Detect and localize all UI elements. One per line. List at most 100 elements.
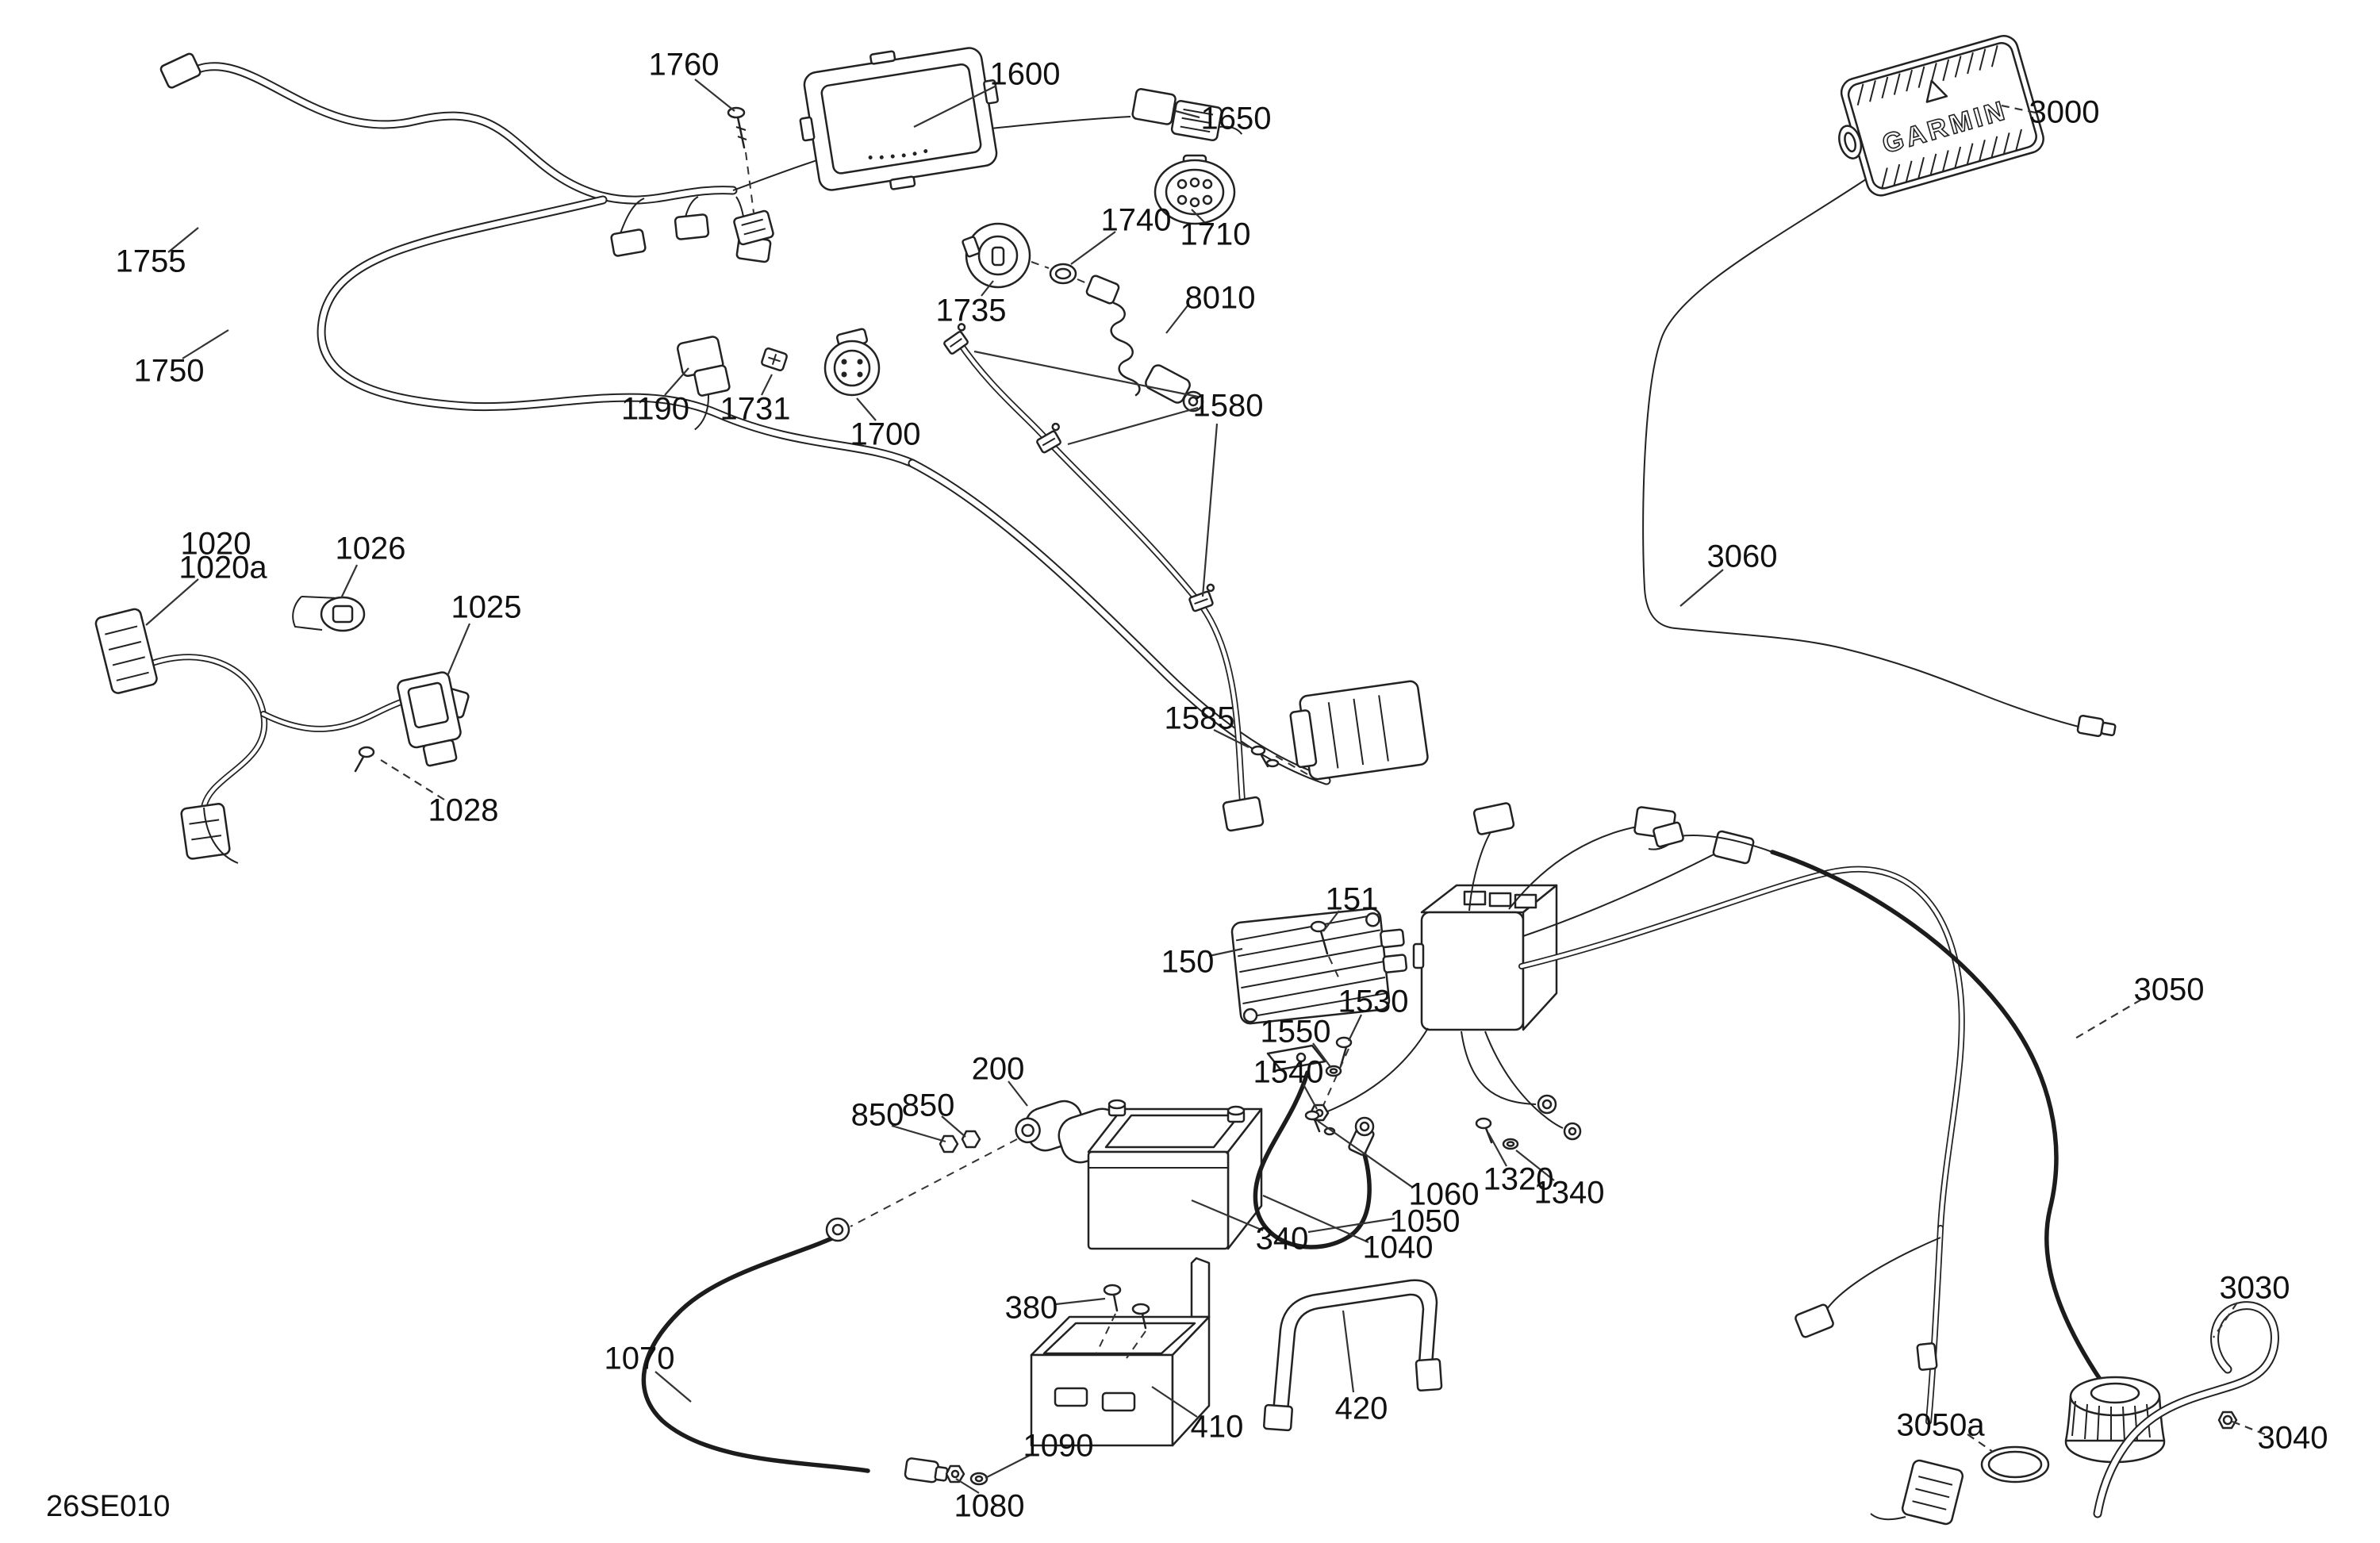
leader-line-1060 bbox=[1317, 1120, 1414, 1188]
part-callout-1740: 1740 bbox=[1100, 202, 1172, 238]
leader-line-1190 bbox=[664, 367, 689, 396]
right-harness-branch-drawing bbox=[1518, 866, 1965, 1526]
leader-line-1755 bbox=[167, 227, 199, 253]
part-callout-850-left: 850 bbox=[850, 1097, 904, 1133]
triangle-icon bbox=[1925, 79, 1948, 103]
switch-1025-drawing bbox=[397, 671, 462, 767]
part-callout-3050: 3050 bbox=[2133, 972, 2205, 1008]
leader-line-3050 bbox=[2073, 999, 2142, 1040]
part-callout-3050a: 3050a bbox=[1896, 1407, 1985, 1443]
part-callout-3040: 3040 bbox=[2257, 1420, 2328, 1456]
leader-line-850-right bbox=[941, 1115, 966, 1138]
leader-line-1550 bbox=[1312, 1042, 1332, 1069]
connector-1700-drawing bbox=[823, 328, 881, 397]
part-callout-410: 410 bbox=[1190, 1409, 1244, 1445]
leader-line-410 bbox=[1151, 1386, 1198, 1418]
leader-lines-layer bbox=[145, 79, 2266, 1494]
leader-line-3050a bbox=[1967, 1434, 1994, 1453]
part-callout-8010: 8010 bbox=[1184, 280, 1256, 316]
leader-line-1710 bbox=[1191, 209, 1205, 223]
bolt-1530-icon bbox=[1335, 1036, 1353, 1049]
diagram-code: 26SE010 bbox=[46, 1490, 171, 1523]
leader-line-1740 bbox=[1070, 231, 1116, 265]
part-callout-1760: 1760 bbox=[648, 47, 720, 83]
leader-line-1090 bbox=[985, 1454, 1031, 1479]
leader-line-1050 bbox=[1307, 1217, 1395, 1234]
leader-line-3000 bbox=[1997, 103, 2036, 114]
leader-line-1340 bbox=[1515, 1150, 1555, 1181]
leader-line-1040 bbox=[1262, 1194, 1369, 1244]
battery-strap-drawing bbox=[1263, 1279, 1443, 1432]
battery-terminal-icon bbox=[1226, 1105, 1246, 1123]
battery-terminal-icon bbox=[1107, 1099, 1127, 1117]
connector-1710-drawing bbox=[1154, 154, 1236, 225]
leader-line-3040 bbox=[2232, 1420, 2266, 1436]
part-callout-1700: 1700 bbox=[850, 416, 921, 452]
harness-clip-icon bbox=[1188, 583, 1215, 612]
part-callout-1340: 1340 bbox=[1534, 1175, 1605, 1211]
part-callout-150: 150 bbox=[1161, 944, 1215, 980]
ignition-switch-drawing bbox=[962, 222, 1204, 413]
part-callout-1650: 1650 bbox=[1200, 101, 1272, 136]
nut-850-icon bbox=[939, 1134, 959, 1153]
part-callout-1028: 1028 bbox=[428, 793, 499, 828]
power-socket-drawing bbox=[292, 596, 366, 632]
part-callout-1040: 1040 bbox=[1362, 1230, 1434, 1265]
part-callout-1750: 1750 bbox=[133, 353, 205, 389]
part-callout-3030: 3030 bbox=[2219, 1270, 2290, 1306]
part-callout-3000: 3000 bbox=[2029, 94, 2100, 130]
harness-clip-icon bbox=[1036, 422, 1061, 454]
part-callout-1585: 1585 bbox=[1164, 700, 1235, 736]
leader-line-1530 bbox=[1348, 1014, 1362, 1042]
leader-line-8010 bbox=[1165, 304, 1189, 334]
leader-line-1070 bbox=[654, 1371, 692, 1403]
part-callout-1530: 1530 bbox=[1338, 984, 1409, 1019]
part-callout-1550: 1550 bbox=[1260, 1014, 1331, 1050]
leader-line-1580 bbox=[1067, 406, 1199, 446]
oring-3050a-icon bbox=[1980, 1445, 2050, 1484]
harness-clip-icon bbox=[943, 323, 969, 355]
leader-line-200 bbox=[1008, 1080, 1028, 1107]
leader-line-1750 bbox=[182, 329, 229, 359]
leader-line-1700 bbox=[856, 397, 877, 421]
battery-negative-cable-drawing bbox=[641, 1217, 988, 1486]
part-callout-151: 151 bbox=[1325, 881, 1379, 917]
leader-line-1580 bbox=[973, 350, 1199, 398]
leader-line-3060 bbox=[1679, 569, 1724, 607]
part-callout-1080: 1080 bbox=[954, 1488, 1025, 1524]
leader-line-1025 bbox=[446, 623, 471, 677]
screw-1585-icon bbox=[1222, 745, 1308, 832]
battery-tray-drawing bbox=[1030, 1257, 1211, 1447]
leader-line-1731 bbox=[761, 374, 773, 396]
connector-1650-drawing bbox=[1131, 88, 1243, 142]
ground-hardware-drawing bbox=[1475, 1117, 1519, 1150]
part-callout-1050: 1050 bbox=[1389, 1203, 1461, 1239]
part-callout-1060: 1060 bbox=[1408, 1176, 1480, 1212]
part-callout-1190: 1190 bbox=[620, 391, 690, 427]
leader-line-1735 bbox=[981, 280, 994, 297]
gauge-cluster-drawing bbox=[799, 47, 999, 191]
leader-line-1585 bbox=[1213, 729, 1250, 748]
part-callout-1025: 1025 bbox=[451, 589, 522, 625]
part-callout-380: 380 bbox=[1004, 1290, 1058, 1326]
part-callout-1580: 1580 bbox=[1192, 388, 1264, 424]
bolt-1320-icon bbox=[1475, 1117, 1492, 1130]
sensor-1190-drawing bbox=[677, 336, 731, 431]
part-callout-1731: 1731 bbox=[720, 391, 791, 427]
leader-line-380 bbox=[1055, 1297, 1106, 1306]
part-callout-420: 420 bbox=[1334, 1391, 1388, 1426]
part-callout-1320: 1320 bbox=[1483, 1161, 1554, 1197]
fuse-box-drawing bbox=[1313, 802, 1755, 1141]
gps-antenna-cable-drawing bbox=[1648, 821, 2103, 1383]
leader-line-850-left bbox=[891, 1124, 946, 1143]
leader-line-1540 bbox=[1303, 1084, 1318, 1110]
part-callout-340: 340 bbox=[1255, 1221, 1309, 1257]
part-callout-1540: 1540 bbox=[1253, 1054, 1324, 1090]
leader-line-150 bbox=[1208, 947, 1243, 958]
antenna-cable-drawing bbox=[1642, 178, 2117, 738]
part-callout-1020a: 1020a bbox=[178, 550, 267, 585]
part-callout-1026: 1026 bbox=[335, 531, 406, 566]
part-callout-1755: 1755 bbox=[115, 244, 186, 279]
leader-line-1020a bbox=[145, 578, 199, 626]
